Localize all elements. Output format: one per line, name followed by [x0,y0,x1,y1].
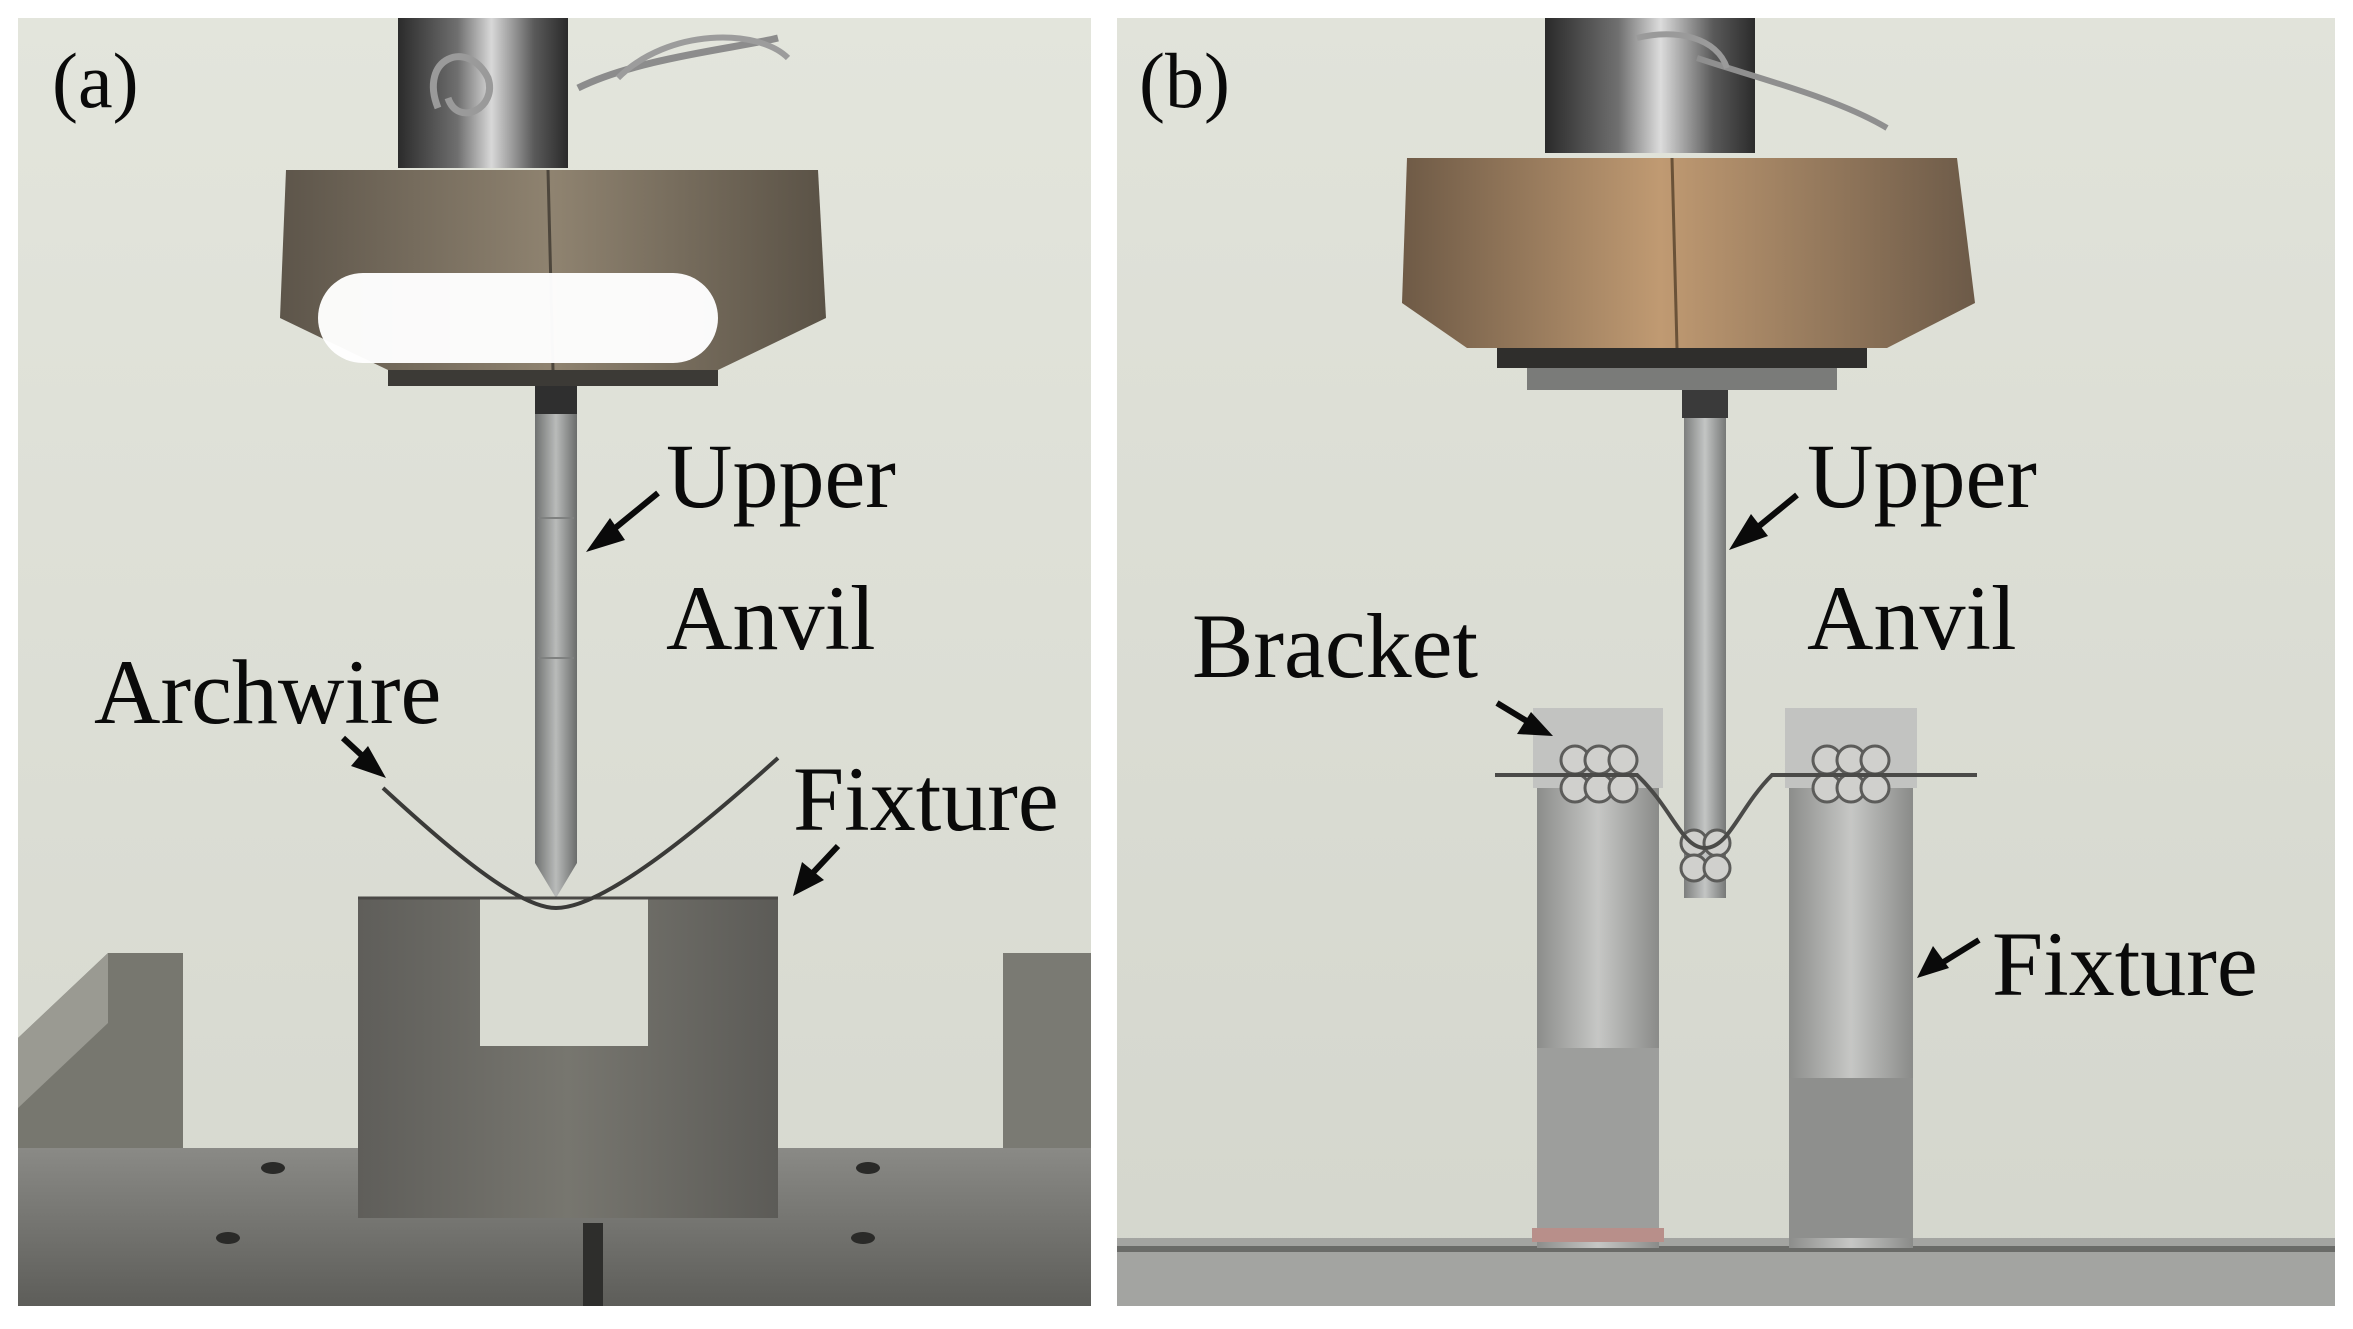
panel-b-scene [1117,18,2335,1306]
panel-a-photo: (a) Upper Anvil Archwire Fixture [18,18,1091,1306]
panel-a-label-archwire: Archwire [94,641,442,743]
panel-b-label-fixture: Fixture [1992,913,2258,1015]
panel-b-label-bracket: Bracket [1192,595,1479,697]
panel-b-label-anvil: Anvil [1807,567,2017,669]
panel-a-tag: (a) [52,37,139,124]
panel-b-label-upper: Upper [1807,425,2037,527]
panel-a-scene [18,18,1091,1306]
panel-b-photo: (b) Upper Anvil Bracket Fixture [1117,18,2335,1306]
panel-a-label-anvil: Anvil [666,567,876,669]
panel-a-label-upper: Upper [666,425,896,527]
panel-a-label-fixture: Fixture [793,748,1059,850]
panel-b-tag: (b) [1139,37,1230,124]
